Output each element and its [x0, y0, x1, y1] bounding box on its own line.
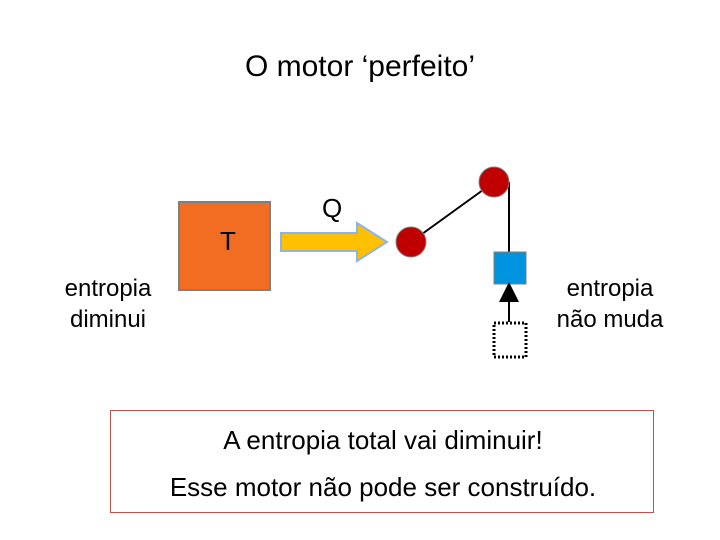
conclusion-box: A entropia total vai diminuir! Esse moto…	[110, 410, 654, 513]
heat-reservoir-box	[178, 201, 271, 291]
raised-weight	[493, 251, 527, 285]
initial-weight-position	[492, 321, 528, 359]
reservoir-temperature-label: T	[220, 226, 236, 256]
conclusion-line-1: A entropia total vai diminuir!	[223, 425, 543, 455]
conclusion-line-2: Esse motor não pode ser construído.	[169, 472, 597, 502]
heat-label: Q	[322, 193, 343, 223]
upper-pulley	[478, 166, 510, 198]
heat-flow-arrow	[280, 221, 389, 263]
entropy-unchanged-note: entropia não muda	[556, 275, 664, 333]
entropy-decreases-note: entropia diminui	[64, 275, 152, 333]
rope-segment	[410, 181, 495, 243]
lower-pulley	[395, 226, 427, 258]
slide-title: O motor ‘perfeito’	[244, 50, 476, 83]
